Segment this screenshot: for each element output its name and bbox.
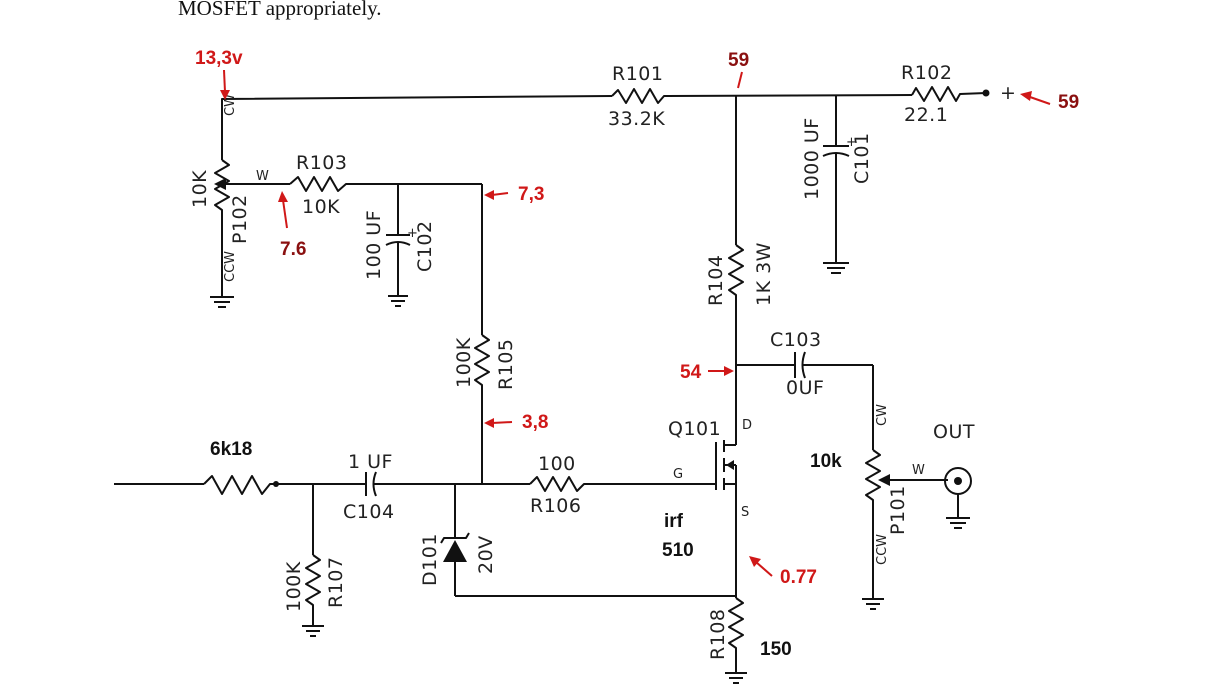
resistor-r103: R103 10K (289, 152, 482, 218)
q101-source-pin: S (741, 505, 749, 520)
ground-symbol-p101 (862, 598, 884, 610)
r107-ref: R107 (325, 557, 347, 608)
svg-text:13,3v: 13,3v (195, 48, 243, 69)
output-connector: OUT (933, 421, 975, 529)
supply-plus-sign: + (1000, 82, 1016, 104)
ground-symbol-c102 (388, 295, 408, 307)
r105-value: 100K (453, 337, 475, 388)
r101-ref: R101 (612, 63, 663, 85)
svg-text:7,3: 7,3 (518, 184, 544, 205)
out-label: OUT (933, 421, 975, 443)
c103-ref: C103 (770, 329, 822, 351)
capacitor-c101: + 1000 UF C101 (801, 95, 873, 262)
d101-ref: D101 (419, 533, 441, 586)
r103-ref: R103 (296, 152, 347, 174)
r101-value: 33.2K (608, 108, 665, 130)
capacitor-c102: + 100 UF C102 (363, 184, 436, 295)
resistor-r108: R108 (707, 597, 744, 672)
wires-top-rail (221, 89, 990, 100)
capacitor-c104: 1 UF C104 (343, 451, 530, 523)
p102-value: 10K (189, 170, 211, 208)
p102-ccw-pin: CCW (223, 251, 238, 282)
r106-value: 100 (538, 453, 576, 475)
voltage-annotation-wiper: 7.6 (278, 191, 306, 260)
r108-value: 150 (760, 639, 792, 660)
voltage-annotation-p102-top: 13,3v (195, 48, 243, 100)
potentiometer-p102: CW CCW W 10K P102 (189, 94, 290, 296)
r102-value: 22.1 (904, 104, 948, 126)
c102-value: 100 UF (363, 210, 385, 280)
voltage-annotation-gate-node: 3,8 (484, 412, 548, 433)
r108-ref: R108 (707, 609, 729, 660)
resistor-r102: R102 22.1 (901, 62, 987, 126)
svg-text:7.6: 7.6 (280, 239, 306, 260)
capacitor-c103: C103 0UF (736, 329, 873, 399)
voltage-annotation-r103-right: 7,3 (484, 184, 544, 205)
c104-value: 1 UF (348, 451, 393, 473)
p101-ccw-pin: CCW (875, 534, 890, 565)
c101-value: 1000 UF (801, 117, 823, 200)
r105-ref: R105 (495, 339, 517, 390)
resistor-r105: 100K R105 (453, 184, 517, 484)
p102-cw-pin: CW (223, 94, 238, 116)
voltage-annotation-source: 0.77 (749, 556, 817, 588)
input-resistor-value: 6k18 (210, 439, 252, 460)
resistor-r107: 100K R107 (283, 484, 347, 625)
svg-text:59: 59 (728, 50, 749, 71)
c103-value: 0UF (786, 377, 824, 399)
resistor-r101: R101 33.2K (608, 63, 668, 130)
p101-cw-pin: CW (875, 404, 890, 426)
svg-text:+: + (407, 226, 418, 241)
r107-value: 100K (283, 561, 305, 612)
p101-wiper-pin: W (912, 463, 925, 478)
heading-text: MOSFET appropriately. (178, 0, 382, 20)
mosfet-q101: Q101 D G S (668, 365, 752, 598)
ground-symbol-r107 (302, 625, 324, 637)
q101-drain-pin: D (742, 418, 752, 433)
c101-ref: C101 (851, 132, 873, 184)
d101-value: 20V (475, 535, 497, 574)
ground-symbol-r108 (725, 672, 747, 684)
svg-text:54: 54 (680, 362, 702, 383)
input-line (114, 475, 366, 495)
ground-symbol-p102 (210, 296, 234, 308)
r106-ref: R106 (530, 495, 581, 517)
mosfet-part-line2: 510 (662, 540, 694, 561)
q101-ref: Q101 (668, 418, 721, 440)
c102-ref: C102 (414, 220, 436, 272)
p101-ref: P101 (887, 485, 909, 535)
voltage-annotation-drain: 54 (680, 362, 734, 383)
r104-ref: R104 (705, 255, 727, 306)
resistor-r104: R104 1K 3W (705, 96, 775, 365)
r103-value: 10K (302, 196, 340, 218)
p102-ref: P102 (229, 194, 251, 244)
svg-text:+: + (846, 135, 857, 150)
p101-value: 10k (810, 451, 842, 472)
r102-ref: R102 (901, 62, 952, 84)
zener-d101: D101 20V (419, 484, 736, 597)
mosfet-part-line1: irf (664, 511, 684, 532)
c104-ref: C104 (343, 501, 395, 523)
r104-value: 1K 3W (753, 242, 775, 306)
resistor-r106: 100 R106 (529, 453, 716, 517)
svg-text:3,8: 3,8 (522, 412, 548, 433)
potentiometer-p101: CW CCW W P101 (865, 365, 948, 598)
p102-wiper-pin: W (256, 169, 269, 184)
svg-text:0.77: 0.77 (780, 567, 817, 588)
svg-text:59: 59 (1058, 92, 1079, 113)
ground-symbol-c101 (823, 262, 849, 274)
voltage-annotation-supply: 59 (1020, 91, 1079, 113)
q101-gate-pin: G (673, 467, 683, 482)
voltage-annotation-r101-right: 59 (728, 50, 749, 89)
